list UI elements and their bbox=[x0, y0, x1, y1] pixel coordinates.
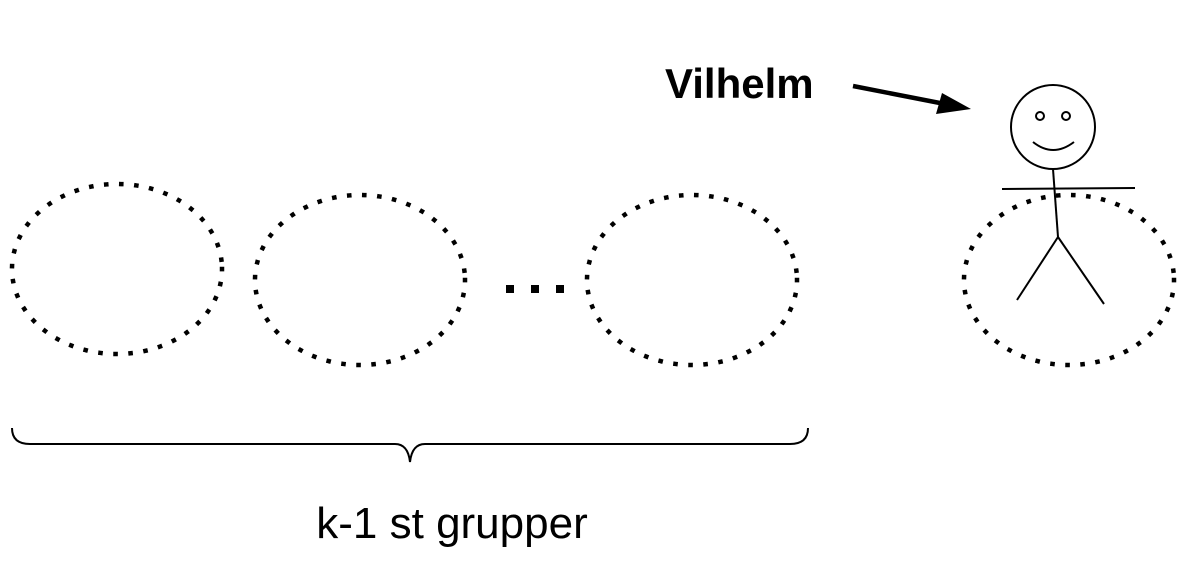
person-name-label: Vilhelm bbox=[665, 60, 814, 107]
curly-brace bbox=[11, 427, 809, 463]
group-circle-2 bbox=[252, 192, 468, 368]
arrow-icon bbox=[852, 83, 971, 114]
group-circle-k-1 bbox=[584, 192, 800, 368]
group-circle-vilhelm bbox=[961, 192, 1177, 368]
group-circle-1 bbox=[9, 181, 225, 357]
ellipsis-marker bbox=[506, 285, 564, 293]
stick-figure-icon bbox=[1001, 84, 1136, 305]
groups-count-label: k-1 st grupper bbox=[316, 499, 587, 548]
